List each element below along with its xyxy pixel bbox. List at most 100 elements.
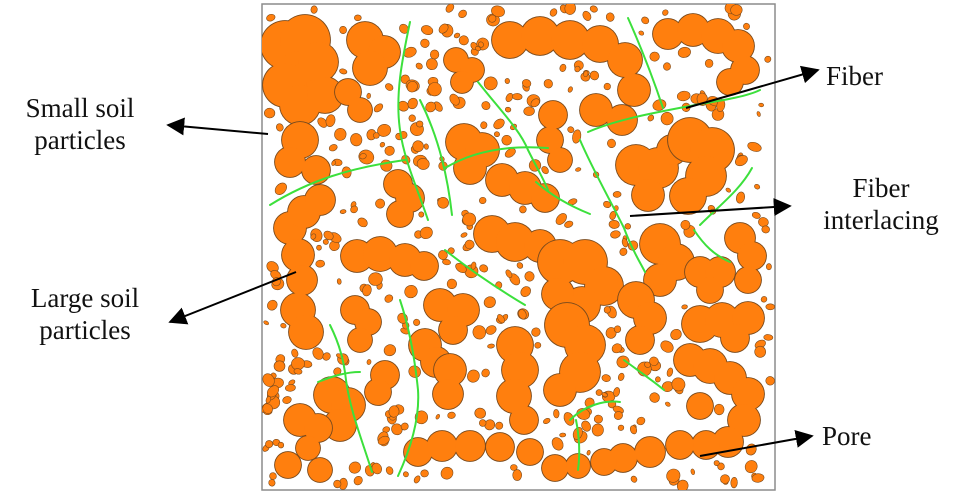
small-soil-particle	[567, 86, 573, 93]
small-soil-particle	[479, 264, 489, 273]
small-soil-particle	[591, 423, 604, 437]
label-small-soil-line2: particles	[34, 125, 126, 155]
small-soil-particle	[493, 118, 505, 130]
small-soil-particle	[543, 418, 551, 424]
small-soil-particle	[483, 296, 496, 308]
large-soil-particle	[274, 121, 331, 185]
fiber-strand	[535, 181, 591, 215]
small-soil-particle	[429, 49, 440, 60]
small-soil-particle	[621, 238, 629, 248]
small-soil-particle	[713, 403, 725, 416]
small-soil-particle	[516, 262, 524, 269]
small-soil-particle	[641, 16, 650, 25]
small-soil-particle	[480, 121, 488, 129]
small-soil-particle	[266, 261, 279, 273]
small-soil-particle	[354, 14, 362, 22]
small-soil-particle	[574, 65, 581, 73]
small-soil-particle	[339, 68, 348, 75]
small-soil-particle	[478, 41, 484, 48]
small-soil-particle	[612, 191, 622, 198]
arrow-pore	[699, 429, 814, 457]
small-soil-particle	[310, 5, 318, 14]
small-soil-particle	[671, 377, 686, 392]
small-soil-particle	[601, 392, 608, 398]
small-soil-particle	[613, 387, 621, 397]
small-soil-particle	[462, 212, 477, 227]
label-large-soil-line2: particles	[39, 315, 131, 345]
large-soil-particle	[686, 392, 714, 420]
small-soil-particle	[382, 426, 391, 433]
small-soil-particle	[520, 286, 531, 297]
small-soil-particle	[670, 328, 682, 341]
small-soil-particle	[531, 327, 541, 337]
large-soil-particle	[681, 301, 765, 353]
small-soil-particle	[680, 220, 691, 230]
small-soil-particle	[662, 9, 669, 16]
small-soil-particle	[586, 449, 591, 456]
small-soil-particle	[421, 25, 434, 36]
arrow-fiber	[685, 65, 820, 109]
label-small-soil-line1: Small soil	[25, 93, 135, 123]
small-soil-particle	[316, 244, 322, 251]
small-soil-particle	[690, 468, 696, 475]
small-soil-particle	[624, 223, 631, 230]
small-soil-particle	[435, 414, 440, 420]
small-soil-particle	[519, 205, 527, 214]
small-soil-particle	[730, 4, 743, 16]
small-soil-particle	[415, 62, 423, 70]
fiber-strand	[397, 299, 420, 477]
label-pore: Pore	[822, 421, 872, 451]
small-soil-particle	[350, 133, 363, 147]
small-soil-particle	[758, 217, 769, 228]
small-soil-particle	[339, 209, 347, 214]
large-soil-particles	[262, 13, 767, 483]
small-soil-particle	[263, 320, 269, 326]
small-soil-particle	[593, 414, 603, 424]
fiber-strand	[397, 21, 429, 221]
small-soil-particle	[475, 46, 481, 52]
small-soil-particle	[348, 461, 361, 474]
small-soil-particle	[331, 160, 336, 166]
small-soil-particle	[384, 145, 395, 156]
small-soil-particle	[559, 432, 567, 438]
small-soil-particle	[377, 435, 390, 446]
small-soil-particle	[420, 38, 430, 48]
small-soil-particle	[676, 90, 691, 102]
small-soil-particle	[649, 51, 660, 62]
small-soil-particle	[483, 76, 498, 91]
small-soil-particle	[730, 477, 738, 489]
small-soil-particle	[442, 259, 451, 266]
small-soil-particle	[420, 469, 429, 478]
small-soil-particle	[564, 4, 576, 15]
fiber-strand	[693, 229, 731, 263]
large-soil-particle	[496, 326, 539, 435]
small-soil-particles	[262, 4, 775, 490]
small-soil-particle	[720, 474, 730, 484]
label-small-soil-particles: Small soil particles	[0, 92, 160, 156]
small-soil-particle	[734, 155, 748, 167]
small-soil-particle	[608, 219, 620, 229]
small-soil-particle	[524, 271, 535, 282]
fiber-strand	[623, 359, 665, 391]
small-soil-particle	[449, 93, 460, 106]
small-soil-particle	[437, 197, 449, 209]
small-soil-particle	[379, 142, 386, 148]
large-soil-particle	[432, 353, 467, 410]
fiber-strand	[627, 17, 664, 109]
small-soil-particle	[572, 129, 582, 144]
small-soil-particle	[460, 232, 468, 238]
small-soil-particle	[413, 475, 421, 484]
small-soil-particle	[660, 340, 674, 353]
small-soil-particle	[407, 97, 418, 110]
small-soil-particle	[512, 93, 523, 101]
small-soil-particle	[549, 8, 558, 17]
small-soil-particle	[595, 389, 603, 396]
small-soil-particle	[315, 259, 325, 268]
small-soil-particle	[458, 9, 467, 18]
small-soil-particle	[481, 368, 490, 378]
large-soil-particle	[590, 343, 765, 476]
small-soil-particle	[353, 475, 363, 486]
small-soil-particle	[359, 153, 367, 160]
small-soil-particle	[445, 4, 455, 13]
small-soil-particle	[481, 101, 491, 111]
